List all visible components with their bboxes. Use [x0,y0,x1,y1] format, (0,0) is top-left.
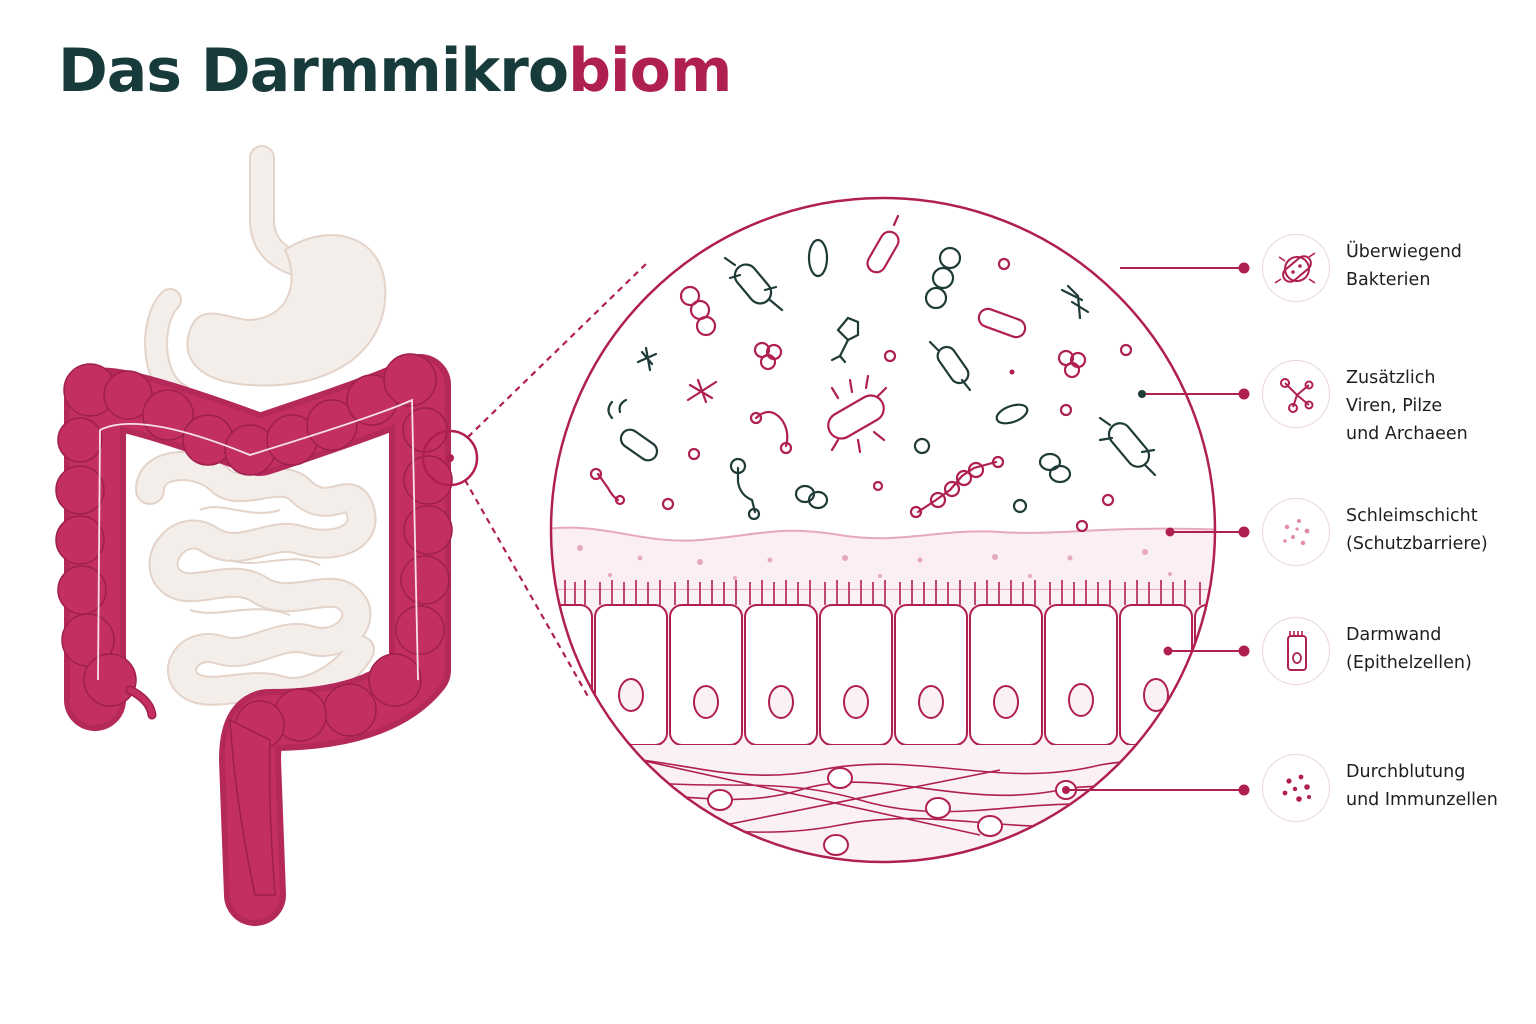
blood-immune-cells-icon [1262,754,1330,822]
bacterium-icon [1262,234,1330,302]
magnifier-ring [421,429,479,487]
legend-label: Darmwand(Epithelzellen) [1346,625,1472,673]
zoomed-view [549,196,1217,864]
mucus-layer [551,526,1215,591]
title-main: Das Darmmikro [58,36,569,106]
leader-lines [1066,262,1250,796]
legend-item-mucus: Schleimschicht(Schutzbarriere) [1262,498,1532,578]
legend-label: Schleimschicht(Schutzbarriere) [1346,506,1488,554]
small-intestine [135,451,377,707]
virus-icon [1262,360,1330,428]
zoom-connectors [464,261,649,701]
title-accent: biom [568,36,732,106]
stomach [186,234,387,387]
microbes [589,214,1157,533]
legend-item-intestinal-wall: Darmwand(Epithelzellen) [1262,617,1532,697]
zoom-circle-border [549,196,1217,864]
mucus-dots-icon [1262,498,1330,566]
large-intestine [55,353,453,926]
page-title: Das Darmmikrobiom [58,36,732,106]
epithelial-cell-icon [1262,617,1330,685]
digestive-tract [55,145,479,926]
